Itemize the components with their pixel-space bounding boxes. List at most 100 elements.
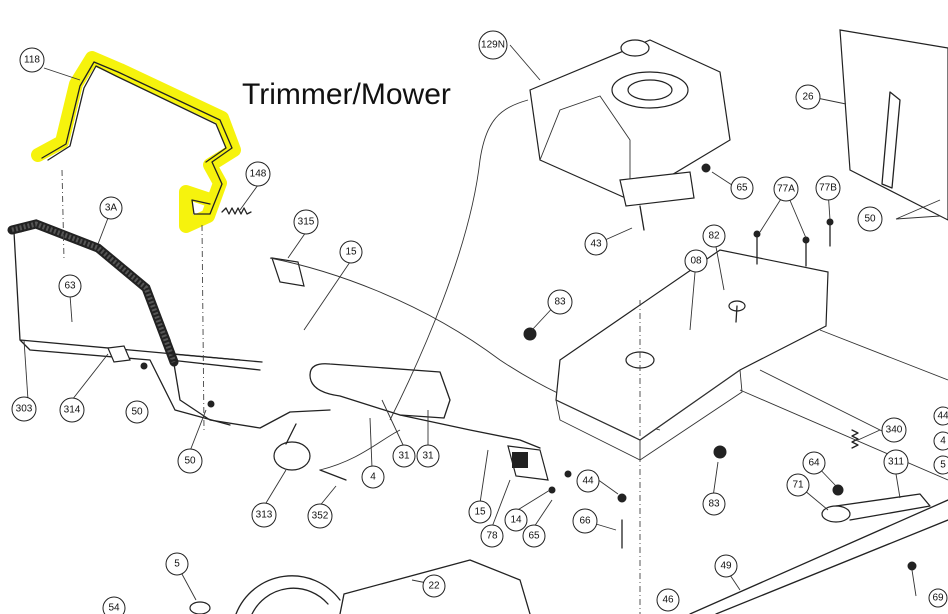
callout-44-b: 44 [933,406,948,426]
callout-5-right-label: 5 [940,460,946,471]
callout-340-label: 340 [886,425,903,436]
callout-69-label: 69 [932,593,944,604]
callout-4-label: 4 [370,472,376,483]
frame-lines [739,329,948,481]
callout-313-label: 313 [256,510,273,521]
callout-54-label: 54 [108,603,120,614]
callout-3a-label: 3A [105,203,118,214]
throttle-cable [389,99,529,421]
callout-54: 54 [102,596,126,614]
callout-65-b-label: 65 [736,183,748,194]
callout-31-b-label: 31 [422,451,434,462]
callout-352: 352 [307,503,333,529]
diagram-title: Trimmer/Mower [242,78,451,111]
handle-118-inner [47,65,227,163]
deck-82 [555,249,829,441]
bracket-15-plate [512,452,528,468]
callout-44-a: 44 [576,469,600,493]
shield-26-bracket [881,91,901,189]
wheel-54-inner [251,587,329,614]
callout-46-label: 46 [662,595,674,606]
callout-43-label: 43 [590,239,602,250]
callout-08: 08 [684,249,708,273]
callout-31-b: 31 [416,444,440,468]
callout-50-a-label: 50 [131,407,143,418]
callout-314-label: 314 [64,405,81,416]
spring-340 [851,429,859,449]
bolts-77 [756,221,831,267]
callout-64-label: 64 [808,458,820,469]
bolt-352 [319,469,347,481]
callout-311-label: 311 [888,457,904,468]
callout-118: 118 [19,47,45,73]
callout-340: 340 [881,417,907,443]
bracket-315 [271,257,305,287]
callout-50-c: 50 [857,206,883,232]
lever-313 [273,441,311,471]
handle-118 [41,61,233,215]
callout-50-c-label: 50 [864,214,876,225]
callout-78-label: 78 [486,531,498,542]
callout-50-a: 50 [125,400,149,424]
callout-46: 46 [656,588,680,612]
washer-44 [617,493,627,503]
handle-3a [19,225,331,429]
callout-83-b-label: 83 [708,499,720,510]
center-lines [61,169,641,614]
callout-26-label: 26 [802,92,814,103]
nut-65b [548,486,556,494]
nut-64 [832,484,844,496]
callout-64: 64 [802,451,826,475]
belt-49 [689,499,948,614]
callout-4-right-label: 4 [940,436,946,447]
engine-fuel-tank [539,95,631,200]
callout-303: 303 [11,396,37,422]
nut-50b [140,362,148,370]
leader-lines [23,44,941,601]
callout-63: 63 [58,274,82,298]
engine-recoil [627,79,673,101]
callout-148-label: 148 [250,169,267,180]
callout-129n: 129N [478,30,508,60]
wheel-54 [235,575,341,614]
callout-83-b: 83 [702,492,726,516]
callout-22: 22 [422,574,446,598]
callout-83-a: 83 [547,289,573,315]
callout-313: 313 [251,502,277,528]
callout-77b: 77B [815,175,841,201]
callout-83-a-label: 83 [554,297,566,308]
handle-4-arm [399,414,541,449]
callout-66: 66 [572,508,598,534]
callout-78: 78 [480,524,504,548]
callout-15-a-label: 15 [345,247,357,258]
callout-5-right: 5 [933,455,948,475]
engine-fuel-cap [620,39,650,57]
callout-352-label: 352 [312,511,329,522]
callout-315: 315 [293,209,319,235]
callout-303-label: 303 [16,404,33,415]
callout-22-label: 22 [428,581,440,592]
callout-129n-label: 129N [481,40,505,51]
nut-14 [564,470,572,478]
callout-50-b: 50 [177,448,203,474]
callout-315-label: 315 [298,217,315,228]
callout-15-a: 15 [339,240,363,264]
nut-83b [713,445,727,459]
nut-65 [701,163,711,173]
callout-44-b-label: 44 [937,411,948,422]
handle-crossbar [169,353,263,371]
callout-14: 14 [504,508,528,532]
callout-311: 311 [883,449,909,475]
nut-83a [523,327,537,341]
callout-63-label: 63 [64,281,76,292]
callout-148: 148 [245,161,271,187]
spring-148 [221,207,252,215]
idler-arm-311 [835,493,931,521]
callout-82-label: 82 [708,231,720,242]
callout-44-a-label: 44 [582,476,594,487]
callout-15-b: 15 [468,500,492,524]
highlight-handle-118 [31,51,241,233]
callout-69: 69 [928,588,948,608]
